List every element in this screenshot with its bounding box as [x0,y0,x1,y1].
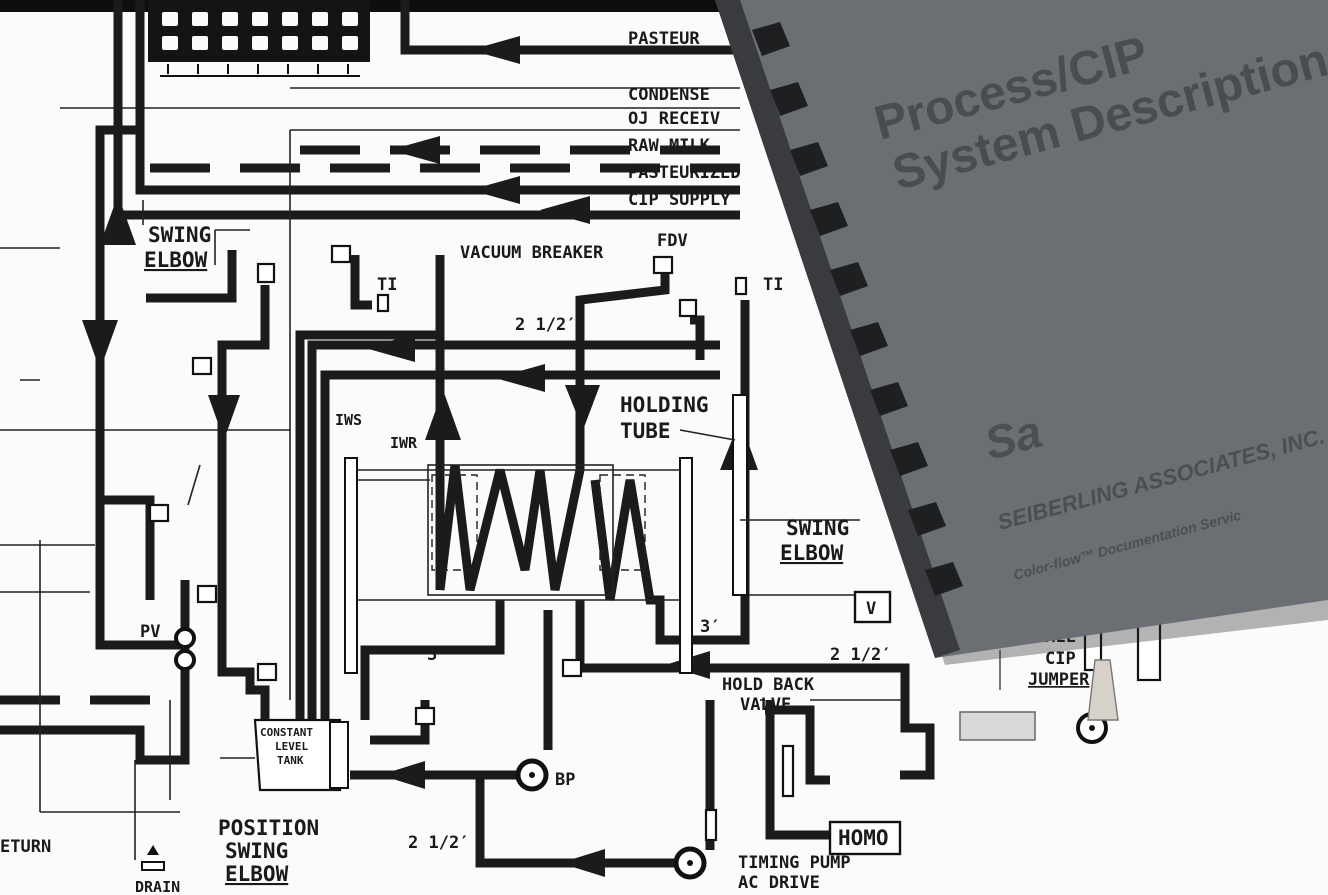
label-swing-elbow-right-2: ELBOW [780,541,844,565]
label-iwr: IWR [390,434,418,452]
label-swing-elbow-right-1: SWING [786,516,849,540]
label-hold-back-valve-1: HOLD BACK [722,675,815,695]
header-lines [0,0,860,596]
label-timing-pump-2: AC DRIVE [738,873,820,893]
label-position-swing-elbow-3: ELBOW [225,862,289,886]
label-constant-level-tank-1: CONSTANT [260,726,313,739]
label-bp: BP [555,770,575,790]
label-constant-level-tank-3: TANK [277,754,304,767]
label-wall-cip-jumper-3: JUMPER [1028,670,1090,690]
extra-thin-lines [0,130,905,860]
label-hold-back-valve-2: VALVE [740,695,791,715]
drawing-labels: PASTEUR CONDENSE OJ RECEIV RAW MILK PAST… [0,29,1090,895]
label-return: ETURN [0,837,51,857]
label-pasteurized-mid: PASTEURIZED [628,163,741,183]
label-v-box: V [866,599,876,619]
boxes [253,590,1119,856]
label-wall-cip-jumper-2: CIP [1045,649,1076,669]
label-swing-elbow-top-2: ELBOW [144,248,208,272]
manifold-valve-bank [148,0,370,77]
heat-exchanger-plates [344,394,748,674]
label-holding-tube-2: TUBE [620,419,671,443]
label-oj-receive: OJ RECEIV [628,109,720,129]
pumps [174,627,1108,880]
label-iws: IWS [335,411,362,429]
label-raw-milk: RAW MILK [628,136,711,156]
label-vacuum-breaker: VACUUM BREAKER [460,243,604,263]
label-size-3-right: 3′ [700,617,720,637]
label-ti-2: TI [763,275,783,295]
main-piping [0,125,935,868]
label-size-2-5-right: 2 1/2′ [830,645,891,665]
label-pasteurized-top: PASTEUR [628,29,700,49]
label-position-swing-elbow-2: SWING [225,839,288,863]
label-size-2-5-top: 2 1/2′ [515,315,576,335]
label-swing-elbow-top-1: SWING [148,223,211,247]
instrument-squares [148,244,1162,842]
label-size-3-left: 3′ [427,645,447,665]
label-timing-pump-1: TIMING PUMP [738,853,851,873]
label-drain: DRAIN [135,878,180,895]
label-homo: HOMO [838,826,889,850]
label-condensed: CONDENSE [628,85,710,105]
label-fdv: FDV [657,231,688,251]
label-position-swing-elbow-1: POSITION [218,816,319,840]
label-constant-level-tank-2: LEVEL [275,740,308,753]
drain-symbol [141,845,165,871]
label-ti-1: TI [377,275,397,295]
label-size-2-5-bottom: 2 1/2′ [408,833,469,853]
label-pv: PV [140,622,160,642]
label-cip-supply: CIP SUPPLY [628,190,731,210]
label-holding-tube-1: HOLDING [620,393,709,417]
